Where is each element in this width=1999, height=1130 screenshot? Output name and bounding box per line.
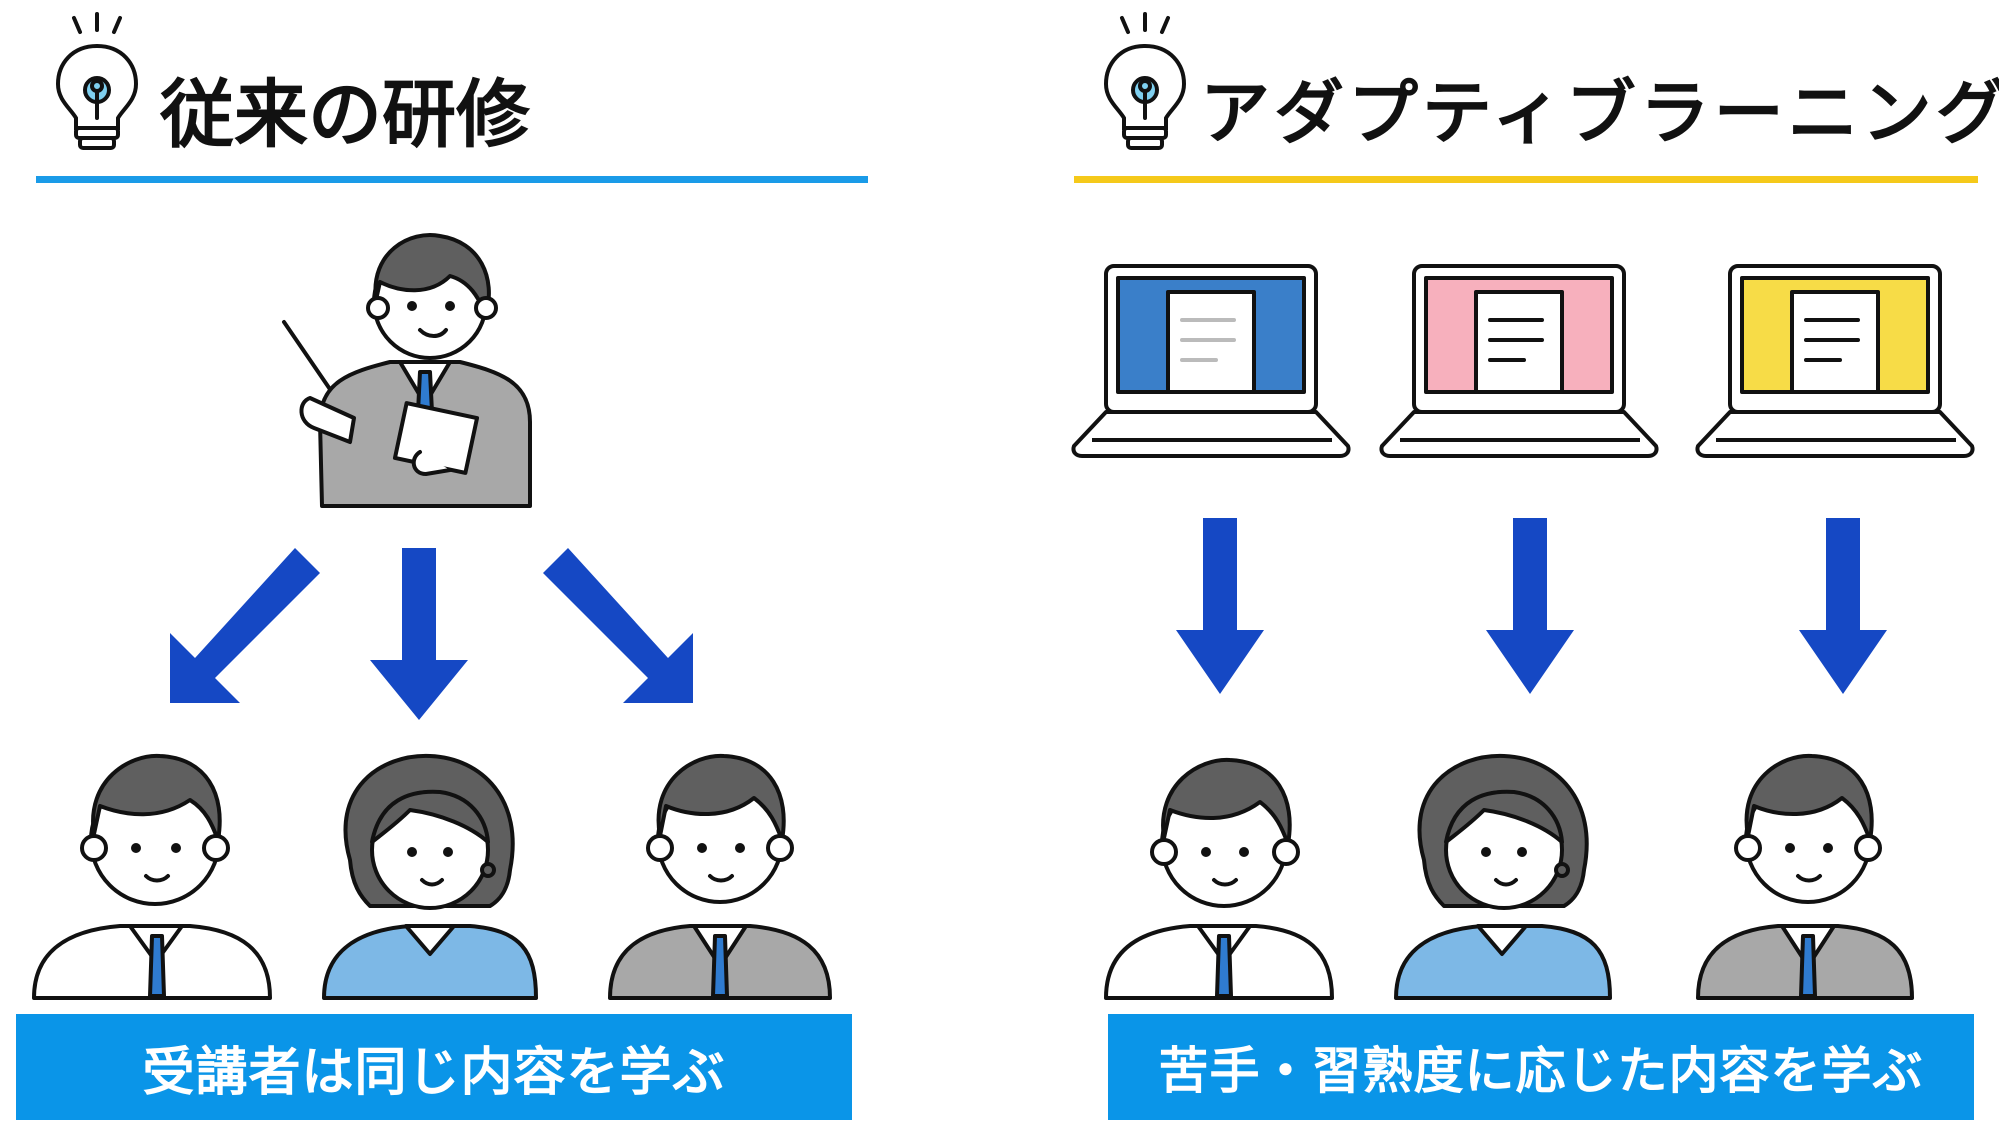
laptops-group	[1071, 264, 1975, 458]
lightbulb-icon	[55, 12, 139, 150]
arrows-group	[1176, 518, 1887, 694]
adaptive-learning-caption: 苦手・習熟度に応じた内容を学ぶ	[1108, 1014, 1974, 1120]
arrow-down-icon	[1799, 518, 1887, 694]
laptop-yellow	[1695, 264, 1975, 458]
student-male-light	[1104, 757, 1334, 1000]
laptop-blue	[1071, 264, 1351, 458]
laptop-pink	[1379, 264, 1659, 458]
instructor-illustration	[282, 233, 532, 508]
heading-underline	[36, 176, 868, 183]
students-group	[1104, 753, 1914, 1000]
heading-underline	[1074, 176, 1978, 183]
lightbulb-icon	[1103, 12, 1187, 150]
traditional-training-panel: 従来の研修	[0, 0, 900, 1130]
students-group	[32, 753, 832, 1000]
student-female	[1394, 753, 1612, 1000]
student-male-gray	[1696, 753, 1914, 1000]
arrow-down-icon	[1486, 518, 1574, 694]
arrows-group	[170, 548, 693, 720]
student-male-gray	[608, 753, 832, 1000]
traditional-heading: 従来の研修	[160, 72, 530, 158]
student-male-light	[32, 753, 272, 1000]
arrow-down-icon	[1176, 518, 1264, 694]
arrow-down-icon	[370, 548, 468, 720]
adaptive-learning-heading: アダプティブラーニング	[1200, 72, 1999, 154]
adaptive-learning-panel: アダプティブラーニング	[1060, 0, 1999, 1130]
arrow-down-left-icon	[170, 548, 320, 703]
traditional-caption: 受講者は同じ内容を学ぶ	[16, 1014, 852, 1120]
student-female	[322, 753, 538, 1000]
arrow-down-right-icon	[543, 548, 693, 703]
